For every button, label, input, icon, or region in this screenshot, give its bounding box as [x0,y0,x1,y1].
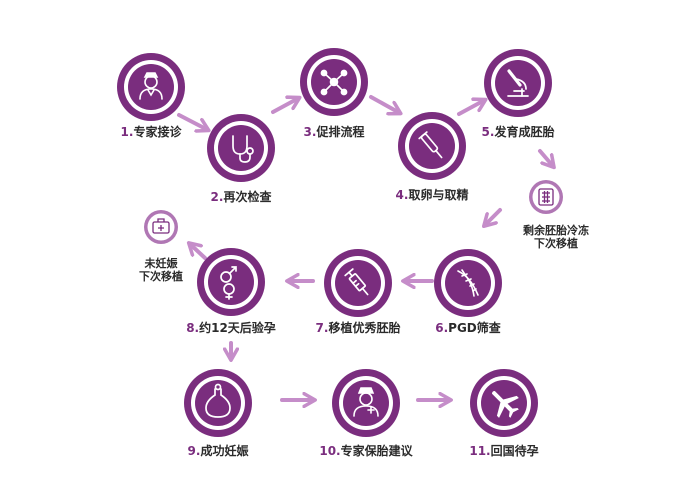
medical-kit-icon [152,218,170,234]
step-7-node [324,249,392,317]
stethoscope-icon [232,135,254,163]
arrow-2-3 [271,99,297,114]
step-8-label: 8.约12天后验孕 [186,321,276,335]
arrow-3-4 [369,95,398,112]
step-9-label: 9.成功妊娠 [187,444,249,458]
nurse-icon [353,387,379,417]
step-1-node [117,53,185,121]
step-6-node [434,249,502,317]
molecule-icon [320,69,348,96]
flow-arrows [177,95,552,400]
notpreg-label: 未妊娠下次移植 [139,257,183,283]
step-6-label: 6.PGD筛查 [435,321,501,335]
freeze-label: 剩余胚胎冷冻下次移植 [523,224,589,250]
step-5-node [484,49,552,117]
step-8-node [197,248,265,316]
gender-icon [220,266,237,300]
step-11-label: 11.回国待孕 [469,444,539,458]
pipette-icon [418,131,443,159]
step-3-node [300,48,368,116]
dna-icon [457,269,479,297]
step-7-label: 7.移植优秀胚胎 [315,321,401,335]
arrow-5-freeze [538,149,552,165]
step-10-label: 10.专家保胎建议 [319,444,413,458]
airplane-icon [491,390,519,418]
syringe-icon [344,268,369,296]
step-5-label: 5.发育成胚胎 [481,125,555,139]
step-1-label: 1.专家接诊 [120,125,182,139]
step-2-node [207,114,275,182]
step-3-label: 3.促排流程 [303,125,365,139]
step-2-label: 2.再次检查 [210,190,272,204]
doctor-icon [139,72,163,100]
step-4-node [398,112,466,180]
step-9-node [184,369,252,437]
step-11-node [470,369,538,437]
arrow-8-notpreg [191,245,207,260]
freezer-icon [538,188,554,206]
step-10-node [332,369,400,437]
freeze-node [529,180,563,214]
arrow-freeze-6 [486,208,502,224]
belly-icon [205,383,231,418]
arrow-4-5 [457,101,483,116]
arrow-1-2 [177,113,206,129]
step-4-label: 4.取卵与取精 [395,188,469,202]
notpreg-node [144,210,178,244]
microscope-icon [507,69,529,97]
